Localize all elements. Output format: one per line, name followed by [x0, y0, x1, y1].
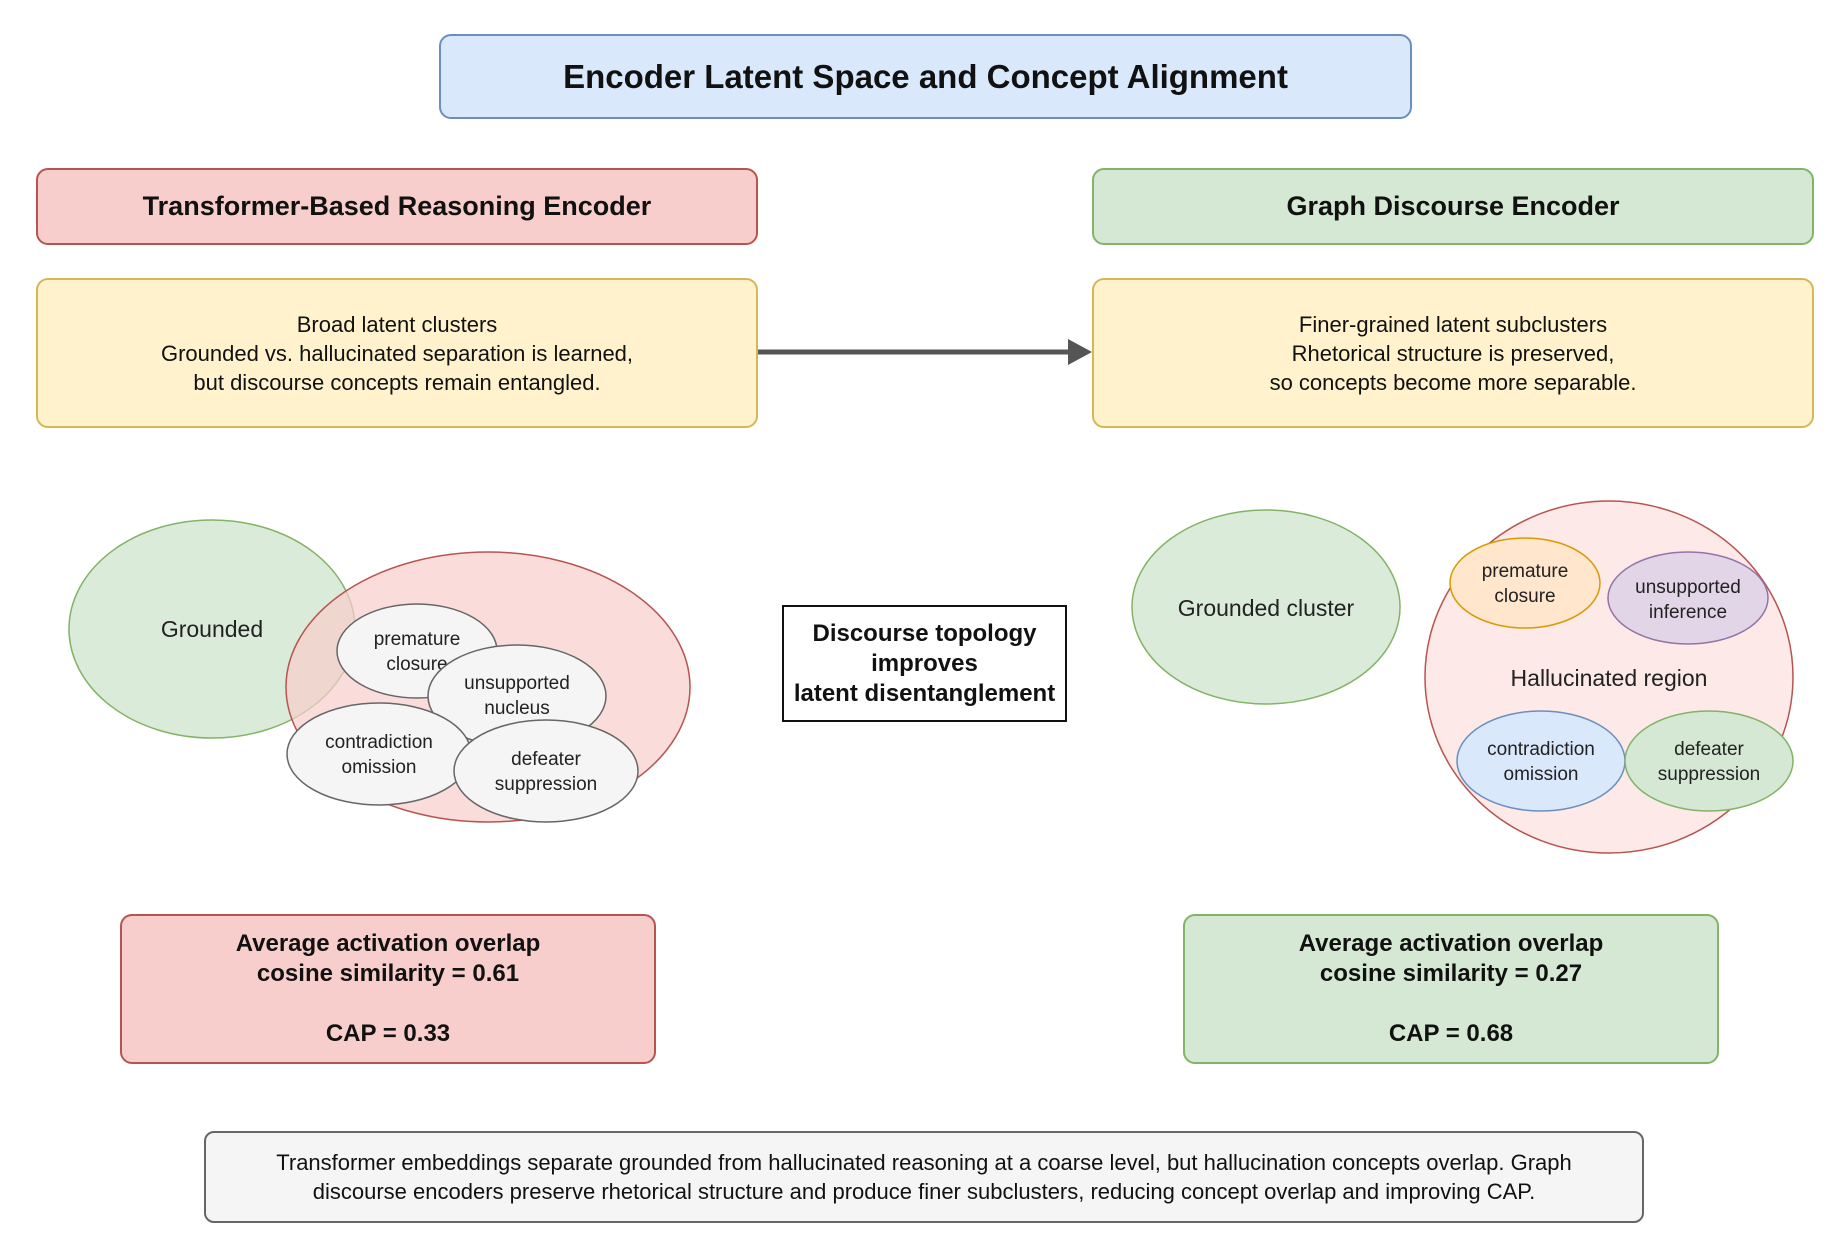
right-defeater-label-1: defeater: [1674, 739, 1744, 760]
transformer-metric-line-2: cosine similarity = 0.61: [256, 960, 520, 987]
center-line-1: Discourse topology: [812, 619, 1037, 647]
graph-encoder-header: Graph Discourse Encoder: [1092, 168, 1814, 245]
center-line-3: latent disentanglement: [793, 679, 1056, 707]
transformer-metrics-box: Average activation overlap cosine simila…: [120, 914, 656, 1064]
right-defeater-suppression-concept: [1624, 710, 1794, 812]
center-line-2: improves: [871, 649, 978, 677]
graph-cap-value: CAP = 0.68: [1388, 1020, 1514, 1047]
right-unsupported-label-2: inference: [1649, 602, 1727, 623]
graph-desc-line-1: Finer-grained latent subclusters: [1298, 311, 1608, 337]
graph-desc-line-2: Rhetorical structure is preserved,: [1291, 340, 1615, 366]
graph-metric-line-2: cosine similarity = 0.27: [1319, 960, 1583, 987]
graph-metric-line-1: Average activation overlap: [1298, 930, 1604, 957]
left-premature-label-2: closure: [386, 654, 447, 675]
right-premature-closure-concept: [1449, 537, 1601, 629]
summary-line-2: discourse encoders preserve rhetorical s…: [312, 1179, 1536, 1204]
right-grounded-cluster: [1131, 509, 1401, 705]
right-premature-label-2: closure: [1494, 586, 1555, 607]
diagram-title: Encoder Latent Space and Concept Alignme…: [439, 34, 1412, 119]
graph-metrics-box: Average activation overlap cosine simila…: [1183, 914, 1719, 1064]
left-contradiction-label-1: contradiction: [325, 732, 433, 753]
right-premature-label-1: premature: [1482, 561, 1569, 582]
right-unsupported-inference-concept: [1607, 551, 1769, 645]
transformer-encoder-header: Transformer-Based Reasoning Encoder: [36, 168, 758, 245]
left-contradiction-omission-concept: [286, 702, 472, 806]
transformer-desc-line-2: Grounded vs. hallucinated separation is …: [160, 340, 634, 366]
left-defeater-label-1: defeater: [511, 749, 581, 770]
left-premature-label-1: premature: [374, 629, 461, 650]
transformer-cap-value: CAP = 0.33: [325, 1020, 451, 1047]
right-contradiction-label-2: omission: [1504, 764, 1579, 785]
transformer-metric-line-1: Average activation overlap: [235, 930, 541, 957]
right-defeater-label-2: suppression: [1658, 764, 1760, 785]
left-contradiction-label-2: omission: [342, 757, 417, 778]
transformer-description: Broad latent clusters Grounded vs. hallu…: [36, 278, 758, 428]
graph-desc-line-3: so concepts become more separable.: [1269, 369, 1637, 395]
right-grounded-label: Grounded cluster: [1178, 595, 1355, 621]
left-grounded-label: Grounded: [161, 616, 263, 642]
summary-line-1: Transformer embeddings separate grounded…: [276, 1150, 1572, 1175]
right-contradiction-label-1: contradiction: [1487, 739, 1595, 760]
left-defeater-label-2: suppression: [495, 774, 597, 795]
summary-caption: Transformer embeddings separate grounded…: [204, 1131, 1644, 1223]
graph-description: Finer-grained latent subclusters Rhetori…: [1092, 278, 1814, 428]
transition-arrow-head: [1068, 339, 1092, 365]
left-defeater-suppression-concept: [453, 719, 639, 823]
transformer-desc-line-1: Broad latent clusters: [296, 311, 498, 337]
left-unsupported-label-2: nucleus: [484, 698, 550, 719]
transformer-desc-line-3: but discourse concepts remain entangled.: [193, 369, 601, 395]
left-unsupported-label-1: unsupported: [464, 673, 570, 694]
right-unsupported-label-1: unsupported: [1635, 577, 1741, 598]
center-insight-label: Discourse topology improves latent disen…: [782, 605, 1067, 722]
right-region-label: Hallucinated region: [1511, 665, 1708, 691]
transformer-latent-space: Grounded premature closure unsupported n…: [68, 519, 691, 823]
graph-latent-space: Grounded cluster Hallucinated region pre…: [1131, 500, 1794, 854]
right-contradiction-omission-concept: [1456, 710, 1626, 812]
